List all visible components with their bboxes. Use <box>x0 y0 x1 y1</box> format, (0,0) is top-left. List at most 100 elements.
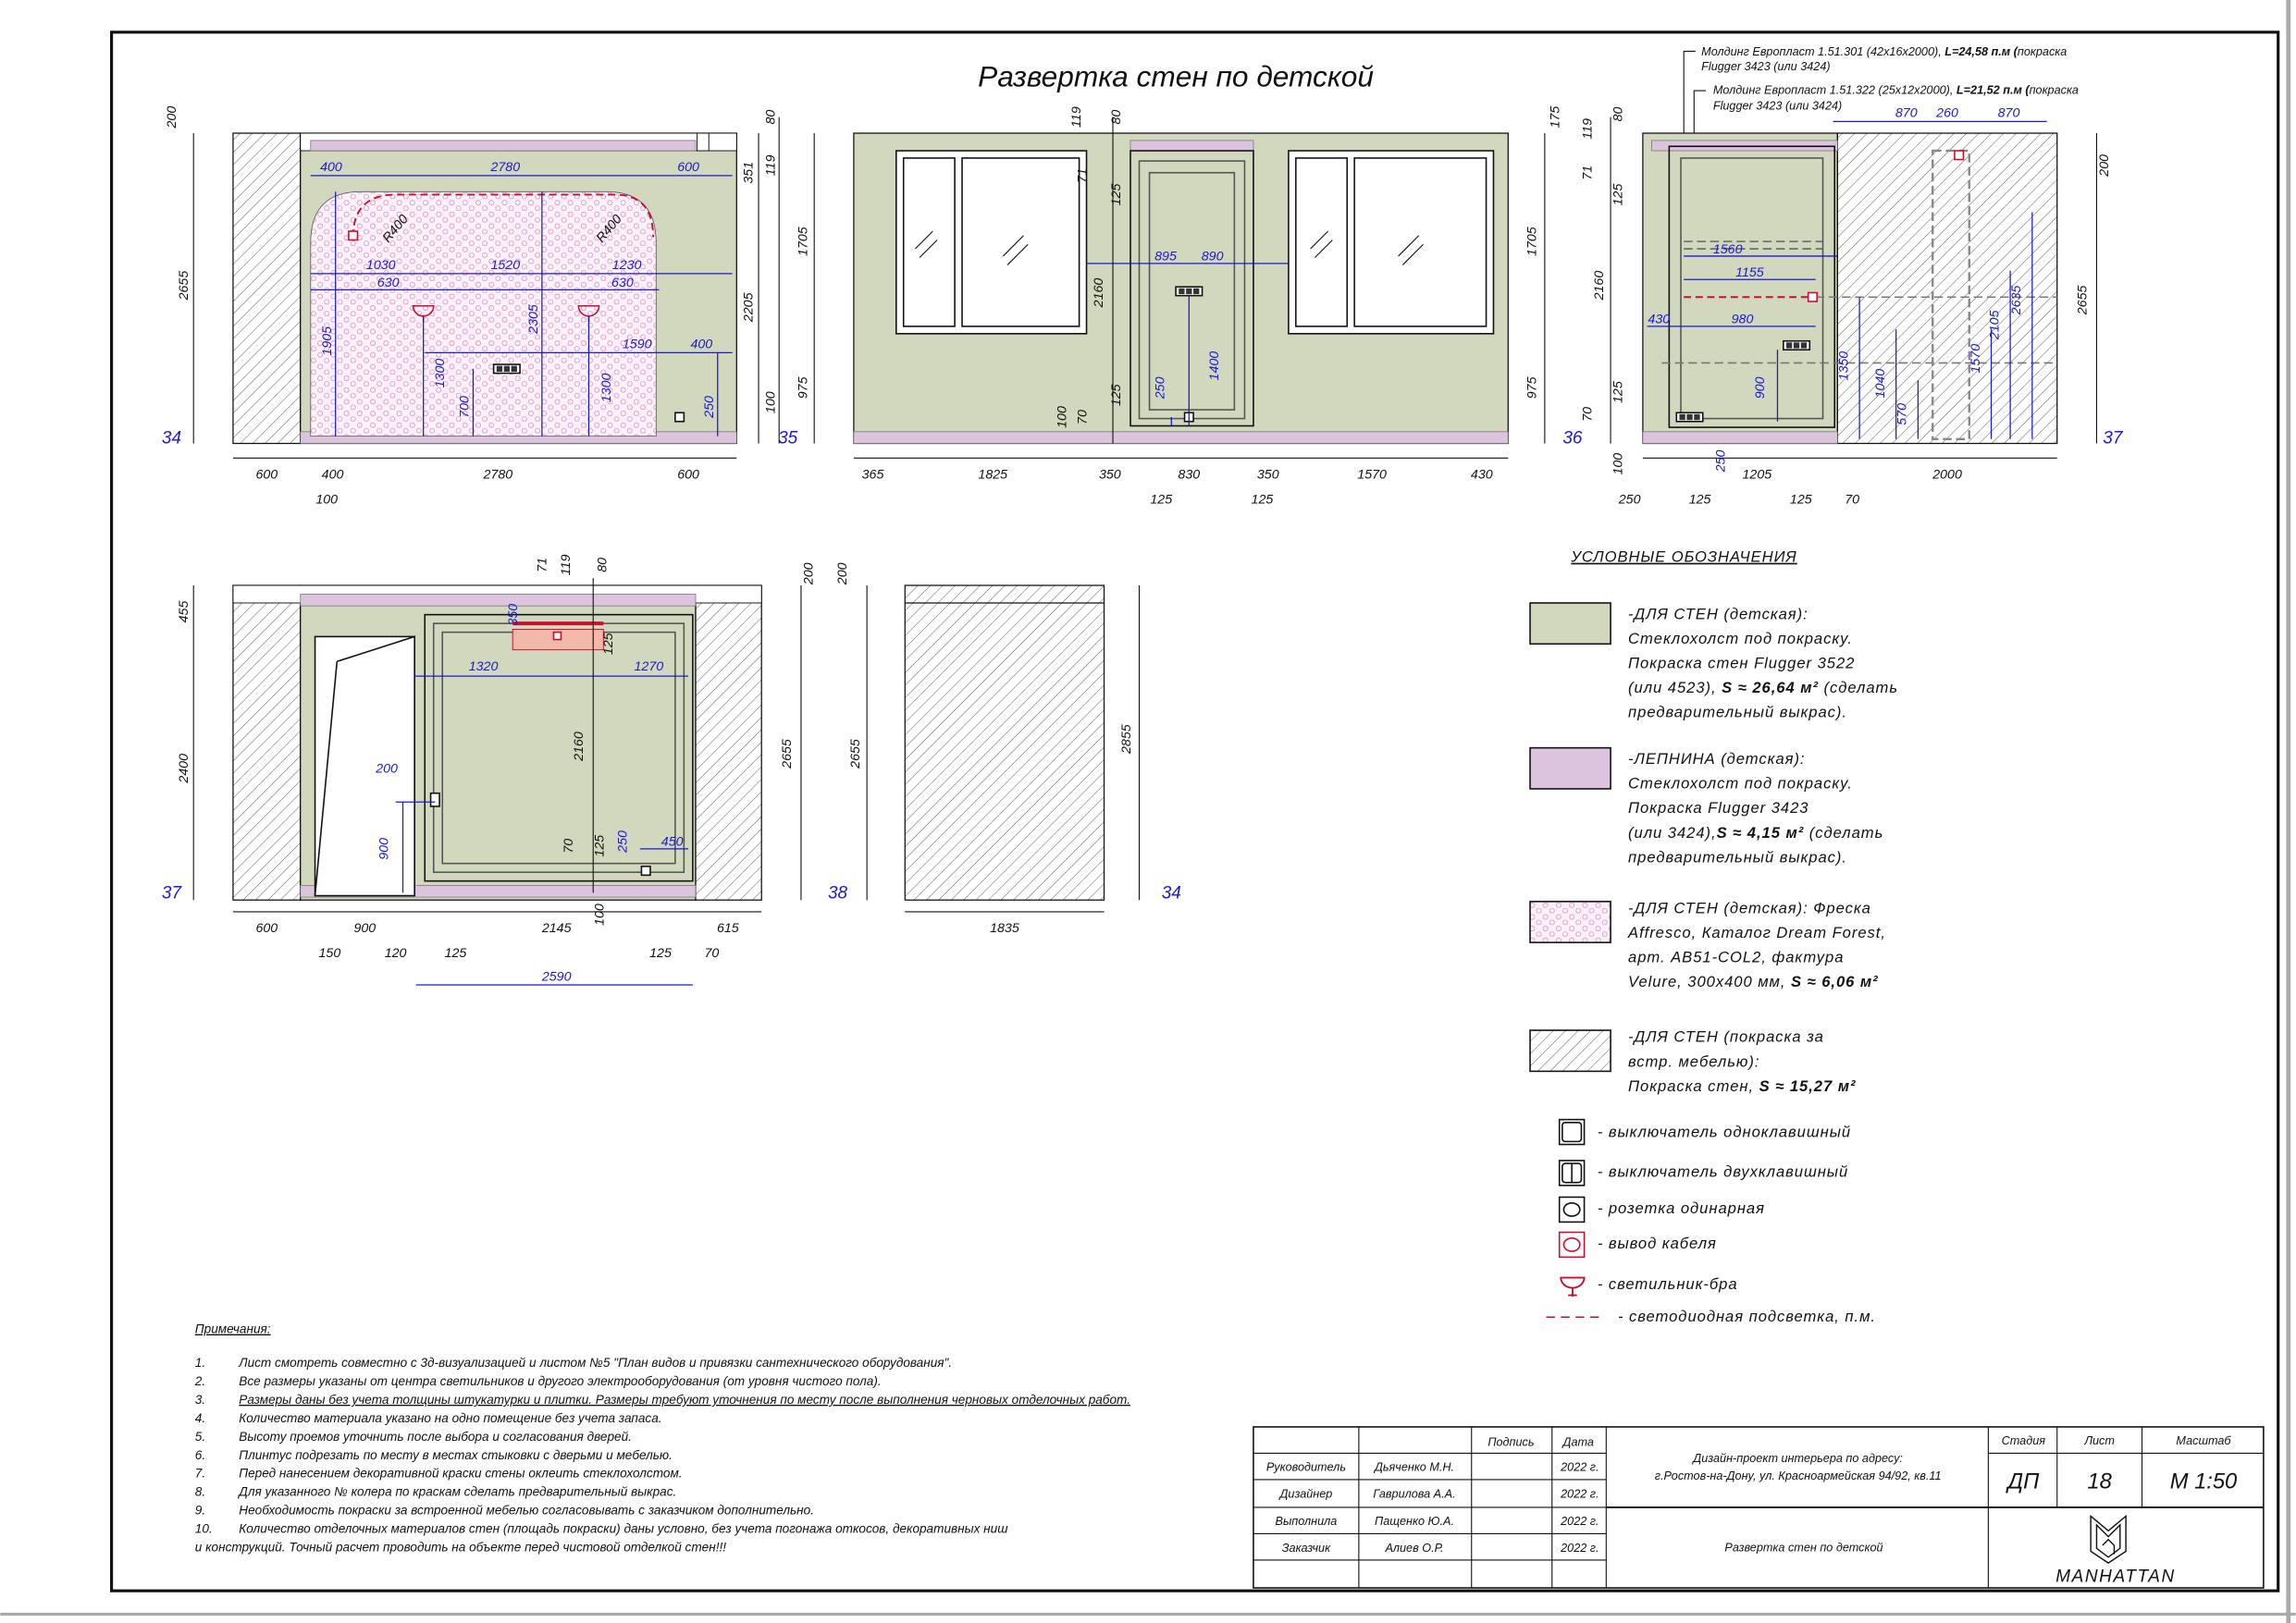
dimension-label: 70 <box>1845 492 1859 507</box>
dimension-label: 200 <box>2097 154 2112 178</box>
legend-wall-paint-line: (или 4523), S ≈ 26,64 м² (сделать <box>1628 679 1898 696</box>
dimension-label: 615 <box>717 921 739 936</box>
dimension-label: 1825 <box>978 467 1007 482</box>
dimension-label: 125 <box>1252 492 1274 507</box>
notes: Примечания: 1.Лист смотреть совместно с … <box>194 1322 1130 1555</box>
dimension-label: 975 <box>1524 376 1539 399</box>
fresco-area <box>310 191 657 436</box>
dimension-label: 100 <box>1055 406 1069 428</box>
dimension-label: 2160 <box>1592 271 1607 301</box>
tb-sign-header: Подпись <box>1487 1436 1534 1449</box>
dimension-label: 455 <box>177 601 191 623</box>
dimension-label: 430 <box>1648 313 1670 327</box>
legend-wall-paint-line: -ДЛЯ СТЕН (детская): <box>1628 605 1808 622</box>
dimension-label: 125 <box>445 946 467 961</box>
switch-icon <box>674 412 685 423</box>
dimension-label: 980 <box>1732 313 1754 327</box>
note-number: 9. <box>195 1504 205 1518</box>
dimension-label: 2145 <box>541 921 572 936</box>
dimension-label: 1155 <box>1735 265 1764 280</box>
dimension-label: 1705 <box>1524 227 1539 256</box>
dimension-label: 2160 <box>572 732 586 762</box>
tb-address-2: г.Ростов-на-Дону, ул. Красноармейская 94… <box>1655 1469 1942 1482</box>
dimension-label: 250 <box>1153 376 1167 400</box>
dimension-label: 80 <box>1611 106 1626 121</box>
dimension-label: 630 <box>611 276 634 290</box>
legend-fresco-line: арт. AB51-COL2, фактура <box>1628 949 1844 966</box>
note-text: Количество материала указано на одно пом… <box>239 1411 661 1425</box>
window-left <box>895 150 1088 335</box>
elevation-wall-36-37 <box>1610 117 2098 459</box>
note-text: Количество отделочных материалов стен (п… <box>239 1522 1008 1536</box>
doorway <box>314 635 415 897</box>
legend-fresco-line: Velure, 300х400 мм, S ≈ 6,06 м² <box>1628 973 1879 990</box>
dimension-label: 450 <box>661 835 684 850</box>
switch-icon <box>640 866 651 877</box>
dimension-label: 70 <box>704 946 719 961</box>
dimension-label: 175 <box>1549 106 1563 129</box>
dimension-label: 2655 <box>848 739 863 769</box>
dimension-label: 100 <box>1611 453 1626 475</box>
tb-sheet-label: Лист <box>2083 1434 2115 1447</box>
legend-title: УСЛОВНЫЕ ОБОЗНАЧЕНИЯ <box>1570 548 1796 566</box>
molding-2-line1: Молдинг Европласт 1.51.322 (25х12х2000),… <box>1713 83 2079 96</box>
dimension-label: 975 <box>796 376 810 399</box>
cable-outlet-icon <box>1558 1231 1586 1259</box>
dimension-label: 2655 <box>177 271 191 301</box>
tb-logo-text: MANHATTAN <box>2055 1568 2176 1587</box>
note-number: 7. <box>195 1467 205 1481</box>
dimension-label: 1705 <box>796 227 810 256</box>
dimension-label: 1570 <box>1357 467 1387 482</box>
note-number: 1. <box>195 1356 205 1370</box>
dimension-label: 70 <box>1580 407 1595 422</box>
dimension-label: 1300 <box>599 373 614 402</box>
dimension-label: 70 <box>562 839 576 854</box>
dimension-label: 600 <box>255 467 278 482</box>
dimension-label: 351 <box>742 162 757 184</box>
tb-name: Алиев О.Р. <box>1384 1542 1443 1555</box>
dimension-label: 119 <box>559 554 574 575</box>
legend-moulding-line: (или 3424),S ≈ 4,15 м² (сделать <box>1628 824 1883 842</box>
dimension-label: 80 <box>595 558 610 572</box>
note-text: Перед нанесением декоративной краски сте… <box>239 1467 682 1481</box>
legend-symbol-label: - розетка одинарная <box>1598 1199 1765 1217</box>
tb-sheet: 18 <box>2087 1469 2112 1494</box>
note-text: Размеры даны без учета толщины штукатурк… <box>239 1393 1130 1407</box>
dimension-label: 250 <box>616 830 631 854</box>
dimension-label: 70 <box>1076 410 1091 424</box>
molding-1-line2: Flugger 3423 (или 3424) <box>1701 60 1830 73</box>
switch-double-icon <box>1558 1160 1586 1187</box>
elevation-wall-34-35 <box>192 117 780 459</box>
legend: УСЛОВНЫЕ ОБОЗНАЧЕНИЯ -ДЛЯ СТЕН (детская)… <box>1529 548 1898 1325</box>
tb-date: 2022 г. <box>1560 1460 1599 1473</box>
wall-mark: 34 <box>1162 884 1181 904</box>
dimension-label: 400 <box>322 467 344 482</box>
wall-mark: 38 <box>828 884 848 904</box>
dimension-label: 125 <box>1109 384 1124 406</box>
note-text: Высоту проемов уточнить после выбора и с… <box>239 1430 632 1444</box>
dimension-label: 870 <box>1895 106 1918 121</box>
dimension-label: 71 <box>536 558 550 572</box>
dimension-label: 150 <box>319 946 341 961</box>
legend-swatch-behind-furniture <box>1529 1029 1611 1073</box>
dimension-label: 1270 <box>635 659 664 674</box>
legend-swatch-wall-paint <box>1529 602 1611 646</box>
socket-block-icon <box>492 363 521 375</box>
note-text: Плинтус подрезать по месту в местах стык… <box>239 1448 673 1462</box>
legend-fresco-line: Affresco, Каталог Dream Forest, <box>1627 924 1886 941</box>
note-text: Лист смотреть совместно с 3д-визуализаци… <box>238 1356 952 1370</box>
legend-wall-paint-line: Покраска стен Flugger 3522 <box>1628 655 1855 672</box>
note-text: Для указанного № колера по краскам сдела… <box>237 1485 676 1499</box>
tb-address-1: Дизайн-проект интерьера по адресу: <box>1691 1452 1903 1465</box>
tb-sheet-title: Развертка стен по детской <box>1724 1541 1882 1554</box>
dimension-label: 2655 <box>780 739 795 769</box>
note-number: 4. <box>195 1411 205 1425</box>
wall-lamp-icon <box>1560 1276 1586 1297</box>
sheet-frame <box>110 31 2280 1592</box>
tb-role: Руководитель <box>1266 1460 1346 1473</box>
wall-mark: 37 <box>2103 428 2124 448</box>
legend-moulding-line: Стеклохолст под покраску. <box>1628 775 1853 793</box>
dimension-label: 700 <box>458 396 473 418</box>
dimension-label: 100 <box>763 391 778 413</box>
